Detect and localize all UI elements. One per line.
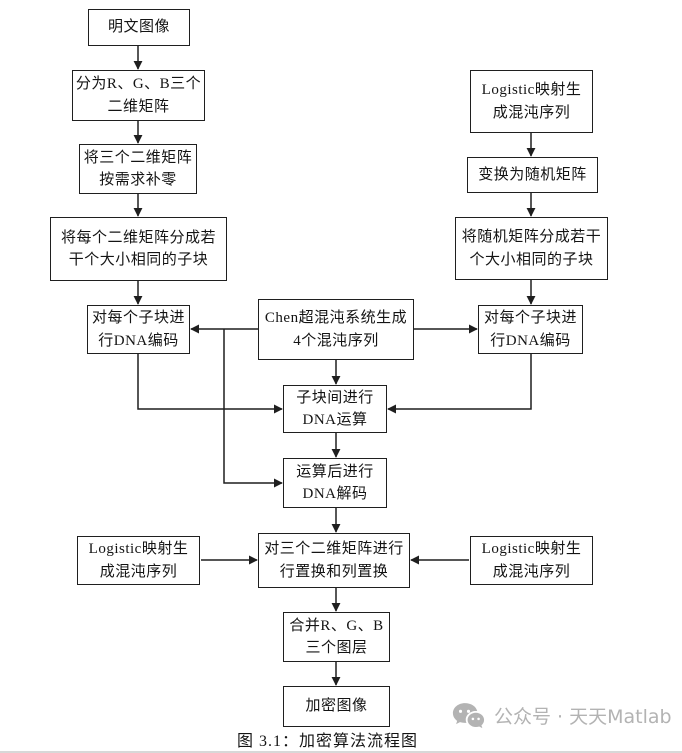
node-label: 明文图像 [107,19,170,36]
node-label: 对三个二维矩阵进行 [264,541,404,557]
node-label: 行DNA编码 [490,332,571,349]
node-row-column-permutation: 对三个二维矩阵进行 行置换和列置换 [258,533,410,588]
node-label: Logistic映射生 [481,541,582,557]
node-label: 对每个子块进 [483,310,577,326]
node-plaintext-image: 明文图像 [88,9,190,46]
node-split-rgb: 分为R、G、B三个 二维矩阵 [72,70,205,121]
node-dna-decode: 运算后进行 DNA解码 [283,458,387,508]
node-label: 按需求补零 [99,172,177,188]
node-label: 将三个二维矩阵 [83,149,193,166]
node-label: 行置换和列置换 [279,563,389,580]
watermark-text: 公众号 · 天天Matlab [494,705,672,728]
node-random-matrix: 变换为随机矩阵 [467,157,598,193]
node-label: 成混沌序列 [492,104,571,121]
node-dna-encode-left: 对每个子块进 行DNA编码 [87,305,190,354]
node-dna-encode-right: 对每个子块进 行DNA编码 [478,305,583,354]
figure-caption: 图 3.1：加密算法流程图 [236,733,418,750]
node-label: 子块间进行 [296,389,374,406]
node-encrypted-image: 加密图像 [283,686,390,727]
node-logistic-map-left: Logistic映射生 成混沌序列 [77,536,200,585]
node-label: 对每个子块进 [91,310,185,326]
node-label: 分为R、G、B三个 [75,76,202,92]
arrow-encoderight-to-dnaoperation [387,354,532,414]
node-label: 合并R、G、B [289,617,384,634]
node-label: 成混沌序列 [492,563,571,580]
node-label: Logistic映射生 [88,541,189,557]
node-label: Logistic映射生 [481,82,582,98]
node-label: 干个大小相同的子块 [68,252,209,268]
node-label: DNA运算 [302,412,368,428]
arrow-encodeleft-to-dnaoperation [137,354,283,414]
node-label: 个大小相同的子块 [469,251,594,268]
wechat-icon [452,703,485,729]
node-label: 4个混沌序列 [293,332,379,349]
node-dna-operation: 子块间进行 DNA运算 [283,385,387,433]
node-label: 二维矩阵 [107,98,170,115]
node-label: 行DNA编码 [98,332,179,349]
node-label: 将每个二维矩阵分成若 [60,229,216,246]
node-label: DNA解码 [302,486,368,502]
node-label: Chen超混沌系统生成 [264,310,408,326]
node-divide-blocks-right: 将随机矩阵分成若干 个大小相同的子块 [455,217,608,280]
node-logistic-map-right: Logistic映射生 成混沌序列 [470,536,593,585]
node-chen-hyperchaos: Chen超混沌系统生成 4个混沌序列 [258,299,414,360]
node-merge-rgb: 合并R、G、B 三个图层 [283,612,390,662]
node-label: 运算后进行 [296,463,374,480]
node-label: 成混沌序列 [99,563,178,580]
node-label: 三个图层 [305,640,368,656]
node-label: 变换为随机矩阵 [478,166,587,183]
arrow-chenbranch-to-dnadecode [223,329,283,488]
node-label: 加密图像 [305,698,368,715]
watermark: 公众号 · 天天Matlab [452,701,672,729]
page-bottom-edge [0,751,682,753]
node-logistic-map-top: Logistic映射生 成混沌序列 [470,70,593,133]
node-label: 将随机矩阵分成若干 [461,229,602,245]
node-zero-pad: 将三个二维矩阵 按需求补零 [79,144,197,194]
node-divide-blocks-left: 将每个二维矩阵分成若 干个大小相同的子块 [50,217,227,281]
